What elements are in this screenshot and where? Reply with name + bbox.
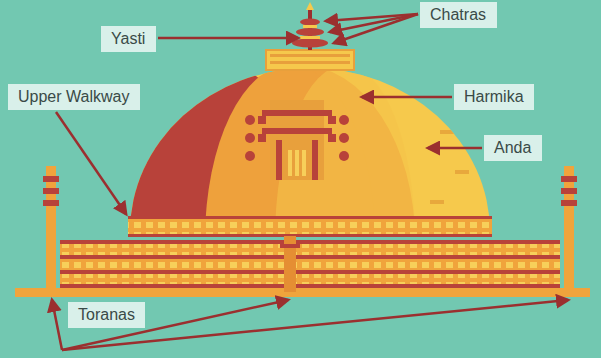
ground-railing	[15, 240, 590, 297]
label-box: Chatras	[420, 2, 497, 28]
label-box: Upper Walkway	[8, 84, 140, 110]
part-name: Upper Walkway	[18, 88, 130, 106]
upper-walkway	[128, 216, 492, 237]
dome-gateway	[245, 100, 349, 180]
part-name: Yasti	[111, 30, 146, 48]
label-box: Anda	[484, 135, 542, 161]
label-box: Harmika	[454, 84, 534, 110]
part-name: Chatras	[430, 6, 487, 24]
leader-lines	[52, 14, 568, 350]
torana-gates	[43, 166, 577, 292]
harmika-yasti-chatras	[266, 2, 354, 70]
part-name: Toranas	[78, 306, 135, 324]
part-name: Anda	[494, 139, 532, 157]
label-box: Toranas	[68, 302, 145, 328]
label-box: Yasti	[101, 26, 156, 52]
part-name: Harmika	[464, 88, 524, 106]
